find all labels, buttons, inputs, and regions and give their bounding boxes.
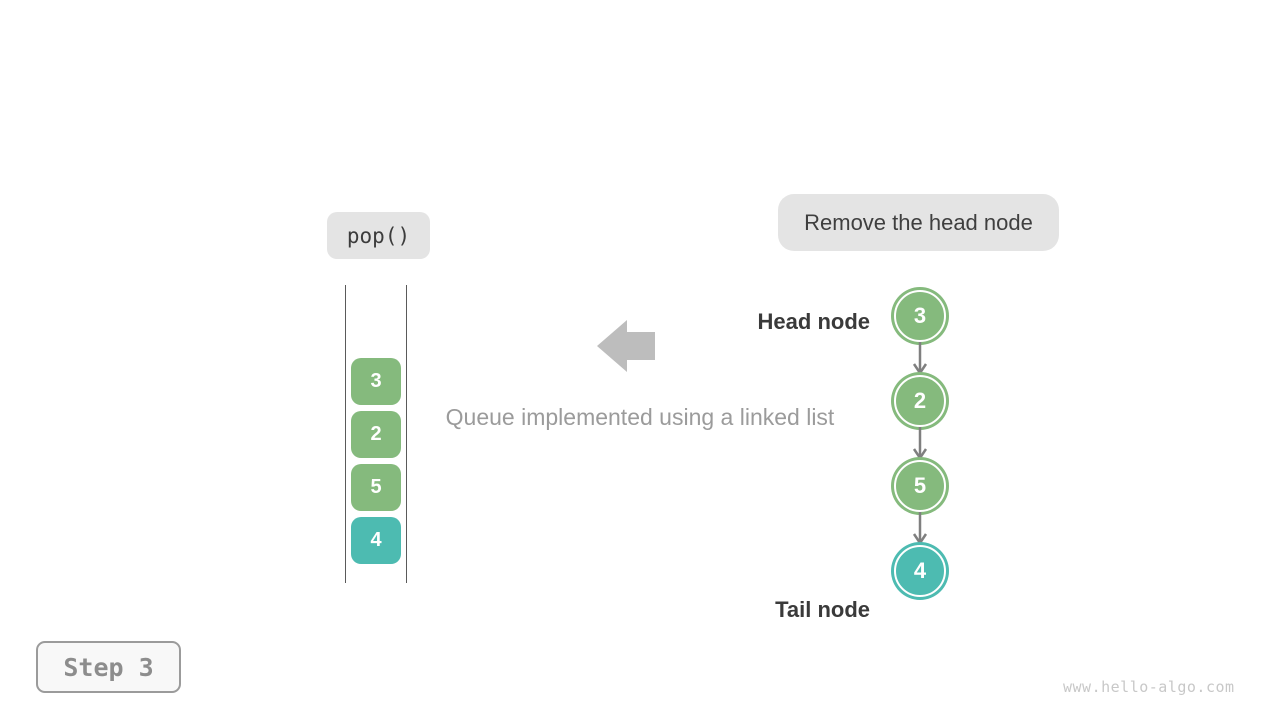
annotation-text: Remove the head node [804, 209, 1033, 235]
arrow-down-icon [912, 342, 928, 375]
arrow-down-icon [912, 512, 928, 545]
queue-item: 4 [351, 517, 401, 564]
operation-label: pop() [327, 212, 430, 259]
queue-container: 3 2 5 4 [345, 285, 407, 583]
annotation-bubble: Remove the head node [778, 194, 1059, 251]
list-node: 4 [894, 545, 946, 597]
queue-item: 5 [351, 464, 401, 511]
caption: Queue implemented using a linked list [445, 404, 835, 430]
tail-node-label: Tail node [775, 597, 870, 622]
list-node: 5 [894, 460, 946, 512]
queue-item: 3 [351, 358, 401, 405]
step-badge-text: Step 3 [63, 652, 154, 682]
queue-item: 2 [351, 411, 401, 458]
operation-label-text: pop() [346, 223, 411, 248]
head-node-label: Head node [757, 309, 870, 334]
list-node: 3 [894, 290, 946, 342]
arrow-down-icon [912, 427, 928, 460]
list-node: 2 [894, 375, 946, 427]
watermark: www.hello-algo.com [1063, 678, 1235, 696]
linked-list: 3 2 5 4 [888, 290, 952, 597]
step-badge: Step 3 [36, 641, 181, 693]
left-block-arrow-icon [597, 320, 655, 372]
